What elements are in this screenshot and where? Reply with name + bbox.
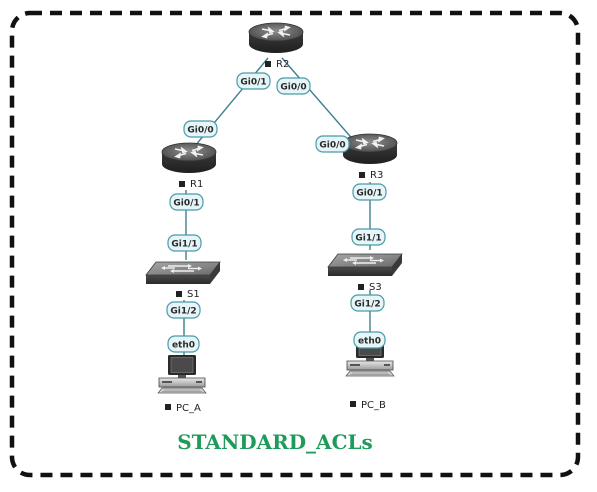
- pc-icon: [157, 354, 207, 394]
- switch-s1[interactable]: [145, 261, 221, 285]
- node-label-pc-a: PC_A: [165, 403, 201, 414]
- router-r1[interactable]: [161, 142, 217, 174]
- node-label-text: S3: [369, 282, 382, 293]
- router-icon: [342, 133, 398, 165]
- node-label-s1: S1: [176, 289, 200, 300]
- port-text: eth0: [358, 337, 381, 347]
- node-label-r2: R2: [265, 59, 289, 70]
- pc-a[interactable]: [157, 354, 207, 394]
- port-text: Gi0/0: [187, 126, 213, 136]
- port-text: Gi1/1: [355, 234, 381, 244]
- router-icon: [248, 22, 304, 54]
- port-text: Gi1/2: [354, 300, 380, 310]
- node-label-text: S1: [187, 289, 200, 300]
- port-text: Gi1/1: [171, 240, 197, 250]
- port-label-s1-gi11: Gi1/1: [167, 234, 202, 252]
- router-icon: [161, 142, 217, 174]
- port-label-s3-gi12: Gi1/2: [350, 294, 385, 312]
- port-text: Gi0/0: [319, 141, 345, 151]
- link-r2-r3: [281, 57, 357, 144]
- port-text: Gi0/1: [240, 78, 266, 88]
- port-label-s3-gi11: Gi1/1: [351, 228, 386, 246]
- port-label-r2-gi00: Gi0/0: [276, 77, 311, 95]
- link-r2-r1: [189, 57, 269, 153]
- switch-icon: [145, 261, 221, 285]
- router-r2[interactable]: [248, 22, 304, 54]
- port-label-s1-gi12: Gi1/2: [166, 301, 201, 319]
- port-text: Gi0/0: [280, 83, 306, 93]
- node-label-r3: R3: [359, 170, 383, 181]
- port-label-pca-eth0: eth0: [167, 335, 200, 353]
- port-text: Gi0/1: [356, 189, 382, 199]
- port-label-r1-gi01: Gi0/1: [169, 193, 204, 211]
- switch-s3[interactable]: [327, 253, 403, 277]
- port-text: Gi1/2: [170, 307, 196, 317]
- diagram-border: [9, 10, 581, 478]
- node-label-text: R2: [276, 59, 289, 70]
- port-label-r2-gi01: Gi0/1: [236, 72, 271, 90]
- node-label-pc-b: PC_B: [350, 400, 386, 411]
- port-label-pcb-eth0: eth0: [353, 331, 386, 349]
- port-label-r1-gi00: Gi0/0: [183, 120, 218, 138]
- port-label-r3-gi01: Gi0/1: [352, 183, 387, 201]
- router-r3[interactable]: [342, 133, 398, 165]
- node-label-text: PC_B: [361, 400, 386, 411]
- node-label-text: PC_A: [176, 403, 201, 414]
- node-label-text: R1: [190, 179, 203, 190]
- node-label-r1: R1: [179, 179, 203, 190]
- diagram-title: STANDARD_ACLs: [177, 430, 373, 454]
- port-text: Gi0/1: [173, 199, 199, 209]
- node-label-s3: S3: [358, 282, 382, 293]
- switch-icon: [327, 253, 403, 277]
- node-label-text: R3: [370, 170, 383, 181]
- port-text: eth0: [172, 341, 195, 351]
- port-label-r3-gi00: Gi0/0: [315, 135, 350, 153]
